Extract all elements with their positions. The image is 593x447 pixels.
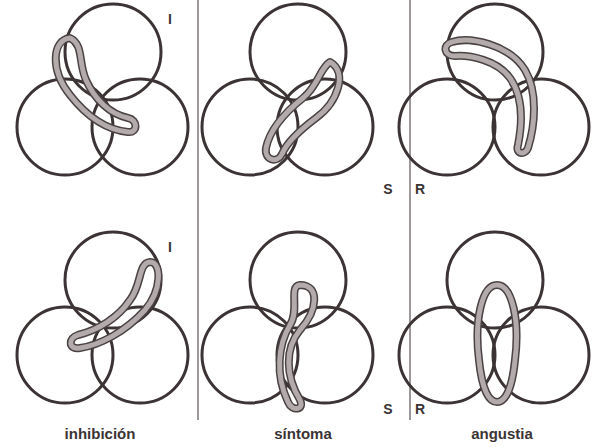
column-caption: angustia <box>471 426 533 441</box>
fourth-ring <box>56 38 534 409</box>
register-letter: S <box>383 182 392 196</box>
register-letter: R <box>415 402 425 416</box>
register-letter: I <box>168 12 172 26</box>
column-dividers <box>198 0 410 420</box>
fourth-ring-outline <box>56 38 534 409</box>
column-caption: síntoma <box>274 426 332 441</box>
register-letter: S <box>383 402 392 416</box>
column-caption: inhibición <box>65 426 136 441</box>
register-letter: R <box>415 182 425 196</box>
ring-circles <box>17 4 589 403</box>
register-letter: I <box>168 240 172 254</box>
